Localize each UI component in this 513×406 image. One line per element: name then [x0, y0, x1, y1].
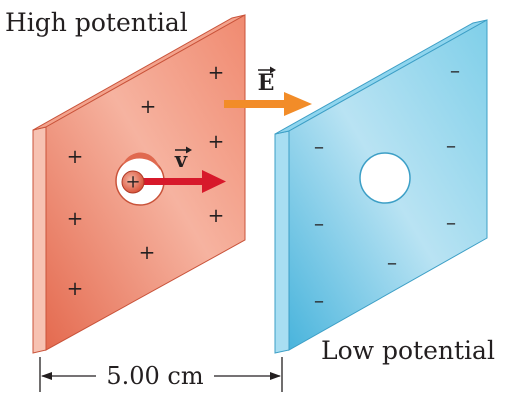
plus-sign: + [208, 60, 225, 84]
dimension-arrowhead-right [270, 372, 281, 380]
field-arrow-shaft [224, 100, 286, 108]
minus-sign: – [314, 288, 324, 312]
low-potential-label: Low potential [321, 336, 495, 365]
minus-sign: – [446, 210, 456, 234]
electric-field-arrow: E [224, 66, 312, 116]
negative-plate-hole [359, 152, 411, 204]
minus-sign: – [314, 134, 324, 158]
minus-sign: – [446, 133, 456, 157]
negative-plate-front-edge [274, 130, 290, 354]
high-potential-label: High potential [5, 8, 188, 37]
minus-sign: – [314, 211, 324, 235]
positive-plate-front-edge [32, 126, 47, 354]
plus-sign: + [67, 276, 84, 300]
distance-dimension: 5.00 cm [39, 357, 283, 392]
plus-sign: + [67, 206, 84, 230]
minus-sign: – [450, 58, 460, 82]
velocity-arrow-head [202, 170, 226, 193]
velocity-arrow: + v [121, 146, 226, 194]
positive-plate-hole-rim [122, 152, 160, 170]
plus-sign: + [140, 94, 157, 118]
positive-charges: + + + + + + + + [67, 60, 225, 300]
distance-label: 5.00 cm [106, 362, 204, 390]
velocity-symbol: v [174, 147, 188, 172]
velocity-arrow-shaft [142, 178, 204, 185]
velocity-vector-mark [175, 146, 192, 154]
plus-sign: + [208, 203, 225, 227]
positive-ion [121, 170, 145, 194]
field-arrow-head [284, 92, 312, 116]
negative-charges: – – – – – – – [314, 58, 460, 312]
ion-plus-sign: + [125, 172, 140, 193]
field-vector-mark [258, 66, 276, 74]
dimension-arrowhead-left [41, 372, 52, 380]
plus-sign: + [208, 129, 225, 153]
field-symbol: E [258, 70, 275, 96]
negative-plate [274, 19, 488, 354]
plus-sign: + [67, 144, 84, 168]
minus-sign: – [387, 250, 397, 274]
plus-sign: + [139, 240, 156, 264]
